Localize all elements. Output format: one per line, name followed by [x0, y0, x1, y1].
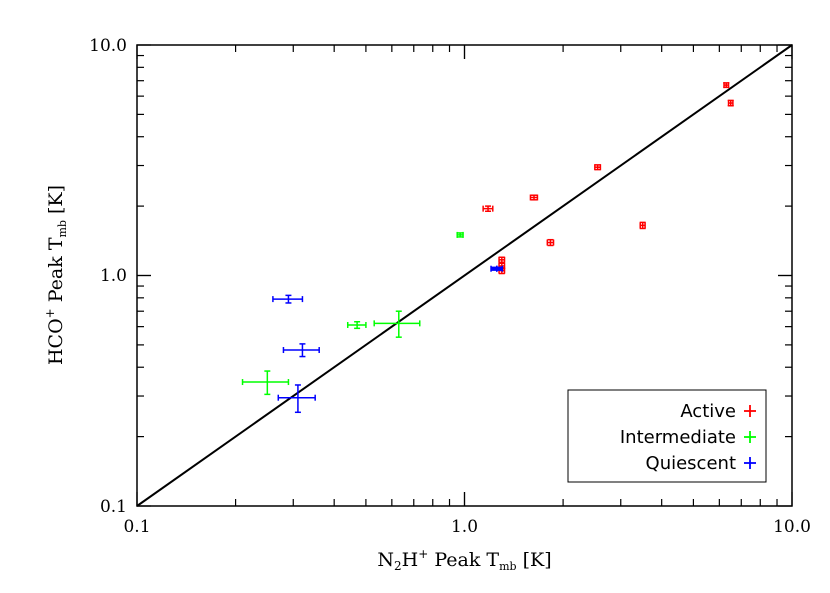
y-title-part: [K] [45, 185, 67, 220]
x-title-part: N [377, 549, 394, 571]
legend-marker-quiescent [744, 457, 756, 469]
x-title-part: Peak T [428, 549, 499, 571]
x-title-superscript: + [418, 547, 428, 561]
y-tick-label: 10.0 [89, 36, 127, 56]
y-tick-label: 0.1 [100, 497, 127, 517]
x-tick-label: 1.0 [451, 517, 478, 537]
legend-marker-intermediate [744, 431, 756, 443]
legend-markers [744, 405, 756, 469]
y-tick-label: 1.0 [100, 266, 127, 286]
data-point-active [594, 164, 602, 171]
legend: Active Intermediate Quiescent [567, 389, 767, 483]
one-to-one-line [136, 44, 793, 507]
data-point-quiescent [496, 265, 504, 272]
x-tick-label: 10.0 [773, 517, 811, 537]
data-point-active [727, 99, 734, 107]
data-point-intermediate [346, 321, 367, 330]
tick-labels: 0.1 1.0 10.0 0.1 1.0 10.0 [89, 36, 811, 537]
data-point-active [639, 221, 646, 230]
legend-label-active: Active [680, 401, 736, 422]
data-point-intermediate [241, 370, 290, 396]
x-title-part: H [402, 549, 419, 571]
x-tick-label: 0.1 [123, 517, 150, 537]
data-points [241, 82, 734, 414]
x-title-subscript: 2 [394, 559, 402, 573]
data-point-active [498, 256, 506, 264]
y-axis-title: HCO+ Peak Tmb [K] [43, 185, 69, 365]
axis-ticks [136, 44, 793, 507]
data-point-quiescent [490, 265, 498, 272]
data-point-quiescent [272, 294, 304, 304]
y-title-subscript: mb [56, 220, 69, 237]
data-point-active [529, 194, 539, 201]
data-point-intermediate [373, 310, 421, 338]
legend-box [567, 389, 767, 483]
legend-label-quiescent: Quiescent [646, 453, 736, 474]
y-title-part: HCO [45, 318, 67, 365]
data-point-quiescent [277, 384, 316, 414]
legend-label-intermediate: Intermediate [620, 427, 736, 448]
data-point-active [546, 238, 555, 247]
data-point-quiescent [282, 343, 320, 358]
data-point-intermediate [456, 231, 464, 238]
x-title-part: [K] [517, 549, 552, 571]
y-title-superscript: + [43, 308, 57, 318]
data-point-active [482, 205, 494, 212]
y-title-part: Peak T [45, 237, 67, 308]
data-point-active [723, 82, 730, 89]
x-axis-title: N2H+ Peak Tmb [K] [377, 547, 551, 573]
legend-marker-active [744, 405, 756, 417]
x-title-subscript: mb [499, 560, 516, 573]
